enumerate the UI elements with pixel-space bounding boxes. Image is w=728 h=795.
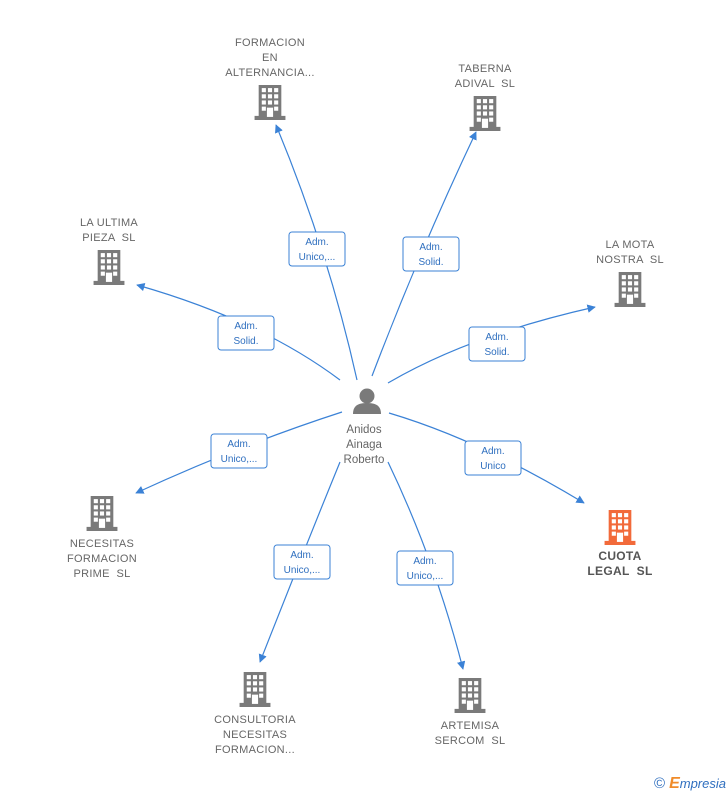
- role-text-line-1: Adm.: [227, 439, 250, 450]
- company-name-line-2: EN: [262, 52, 278, 64]
- company-name-line-2: NECESITAS: [223, 729, 287, 741]
- role-label-taberna-adival[interactable]: Adm. Solid.: [402, 236, 460, 272]
- person-icon: [353, 388, 381, 414]
- role-label-artemisa-sercom[interactable]: Adm. Unico,...: [396, 550, 454, 586]
- company-name-line-2: LEGAL SL: [587, 564, 652, 578]
- role-label-box: [210, 433, 268, 469]
- company-name-line-2: NOSTRA SL: [596, 254, 664, 266]
- role-text-line-2: Unico,...: [407, 571, 444, 582]
- company-name-line-3: PRIME SL: [73, 568, 130, 580]
- role-label-box: [217, 315, 275, 351]
- company-node-consultoria-necesitas[interactable]: CONSULTORIA NECESITAS FORMACION...: [214, 672, 296, 756]
- role-label-box: [402, 236, 460, 272]
- role-text-line-1: Adm.: [413, 556, 436, 567]
- role-label-la-mota-nostra[interactable]: Adm. Solid.: [468, 326, 526, 362]
- building-icon: [93, 250, 125, 285]
- company-name-line-2: ADIVAL SL: [455, 78, 515, 90]
- company-name-line-3: FORMACION...: [215, 744, 295, 756]
- company-name-line-1: NECESITAS: [70, 538, 134, 550]
- company-name-line-1: ARTEMISA: [441, 720, 500, 732]
- role-label-consultoria-necesitas[interactable]: Adm. Unico,...: [273, 544, 331, 580]
- role-text-line-1: Adm.: [485, 332, 508, 343]
- brand-logo-text: mpresia: [679, 776, 726, 791]
- role-label-box: [468, 326, 526, 362]
- building-icon: [239, 672, 271, 707]
- empresia-brand: ©Empresia: [654, 775, 726, 793]
- role-text-line-2: Unico,...: [221, 454, 258, 465]
- role-label-box: [273, 544, 331, 580]
- company-name-line-2: PIEZA SL: [82, 232, 135, 244]
- role-text-line-1: Adm.: [290, 550, 313, 561]
- company-node-la-mota-nostra[interactable]: LA MOTA NOSTRA SL: [596, 239, 664, 307]
- copyright-icon: ©: [654, 775, 666, 792]
- company-nodes-layer: FORMACION EN ALTERNANCIA... TABERNA ADIVAL S…: [67, 37, 664, 756]
- role-text-line-2: Unico,...: [299, 252, 336, 263]
- role-text-line-1: Adm.: [481, 446, 504, 457]
- role-label-formacion-alternancia[interactable]: Adm. Unico,...: [288, 231, 346, 267]
- person-name-line-2: Ainaga: [346, 439, 382, 451]
- person-name-line-3: Roberto: [344, 454, 385, 466]
- company-node-la-ultima-pieza[interactable]: LA ULTIMA PIEZA SL: [80, 217, 138, 285]
- company-node-formacion-alternancia[interactable]: FORMACION EN ALTERNANCIA...: [225, 37, 315, 120]
- role-text-line-2: Solid.: [233, 336, 258, 347]
- brand-logo-e: E: [669, 775, 680, 792]
- company-name-line-1: LA MOTA: [606, 239, 655, 251]
- company-name-line-2: SERCOM SL: [435, 735, 506, 747]
- role-text-line-1: Adm.: [419, 242, 442, 253]
- role-label-cuota-legal[interactable]: Adm. Unico: [464, 440, 522, 476]
- role-text-line-2: Unico: [480, 461, 506, 472]
- person-name-line-1: Anidos: [346, 424, 381, 436]
- role-label-box: [288, 231, 346, 267]
- company-name-line-1: FORMACION: [235, 37, 305, 49]
- building-icon: [604, 510, 636, 545]
- building-icon: [469, 96, 501, 131]
- building-icon: [454, 678, 486, 713]
- building-icon: [254, 85, 286, 120]
- company-name-line-3: ALTERNANCIA...: [225, 67, 315, 79]
- company-name-line-1: TABERNA: [458, 63, 512, 75]
- company-node-artemisa-sercom[interactable]: ARTEMISA SERCOM SL: [435, 678, 506, 747]
- building-icon: [86, 496, 118, 531]
- role-label-box: [464, 440, 522, 476]
- role-label-la-ultima-pieza[interactable]: Adm. Solid.: [217, 315, 275, 351]
- role-text-line-2: Solid.: [484, 347, 509, 358]
- role-text-line-2: Solid.: [418, 257, 443, 268]
- center-person[interactable]: Anidos Ainaga Roberto: [344, 388, 385, 467]
- company-name-line-1: CONSULTORIA: [214, 714, 296, 726]
- company-node-taberna-adival[interactable]: TABERNA ADIVAL SL: [455, 63, 515, 131]
- role-labels-layer: Adm. Unico,... Adm. Solid. Adm. Solid. Adm. Sol…: [210, 231, 526, 586]
- role-text-line-1: Adm.: [234, 321, 257, 332]
- company-name-line-1: CUOTA: [598, 549, 641, 563]
- building-icon: [614, 272, 646, 307]
- company-node-necesitas-formacion-prime[interactable]: NECESITAS FORMACION PRIME SL: [67, 496, 137, 580]
- company-name-line-2: FORMACION: [67, 553, 137, 565]
- company-name-line-1: LA ULTIMA: [80, 217, 138, 229]
- role-label-necesitas-formacion-prime[interactable]: Adm. Unico,...: [210, 433, 268, 469]
- role-text-line-1: Adm.: [305, 237, 328, 248]
- role-label-box: [396, 550, 454, 586]
- role-text-line-2: Unico,...: [284, 565, 321, 576]
